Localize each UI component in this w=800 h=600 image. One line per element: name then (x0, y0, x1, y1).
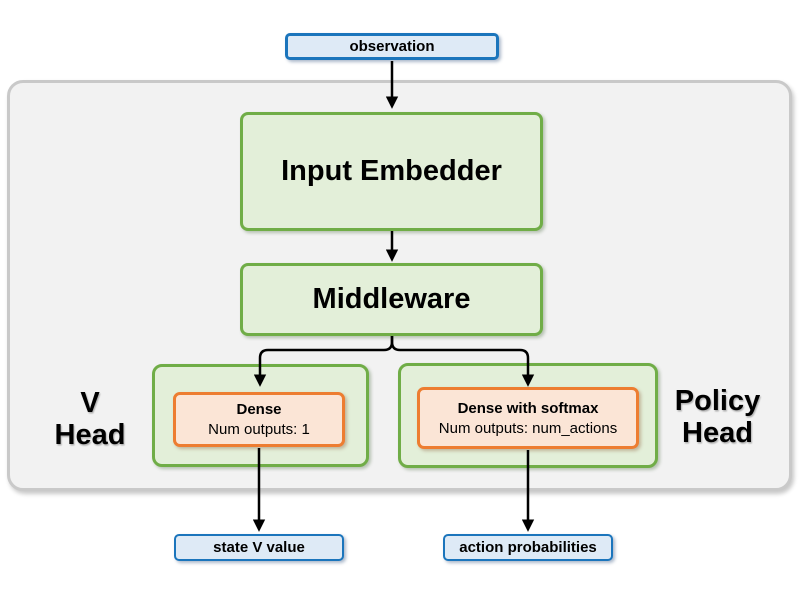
observation-node: observation (285, 33, 499, 60)
dense-softmax-title: Dense with softmax (457, 399, 599, 417)
dense-node: Dense Num outputs: 1 (173, 392, 345, 447)
dense-subtitle: Num outputs: 1 (208, 421, 310, 438)
dense-softmax-node: Dense with softmax Num outputs: num_acti… (417, 387, 639, 449)
dense-title: Dense (236, 401, 282, 418)
input-embedder-node: Input Embedder (240, 112, 543, 231)
action-probabilities-node: action probabilities (443, 534, 613, 561)
v-head-label: V Head (35, 387, 145, 451)
v-head-label-line1: V (80, 387, 100, 419)
policy-head-label-line2: Head (682, 417, 753, 449)
dense-softmax-subtitle: Num outputs: num_actions (438, 419, 618, 437)
policy-head-label: Policy Head (655, 385, 780, 449)
middleware-node: Middleware (240, 263, 543, 336)
state-v-value-node: state V value (174, 534, 344, 561)
policy-head-label-line1: Policy (674, 385, 761, 417)
v-head-label-line2: Head (54, 419, 126, 451)
